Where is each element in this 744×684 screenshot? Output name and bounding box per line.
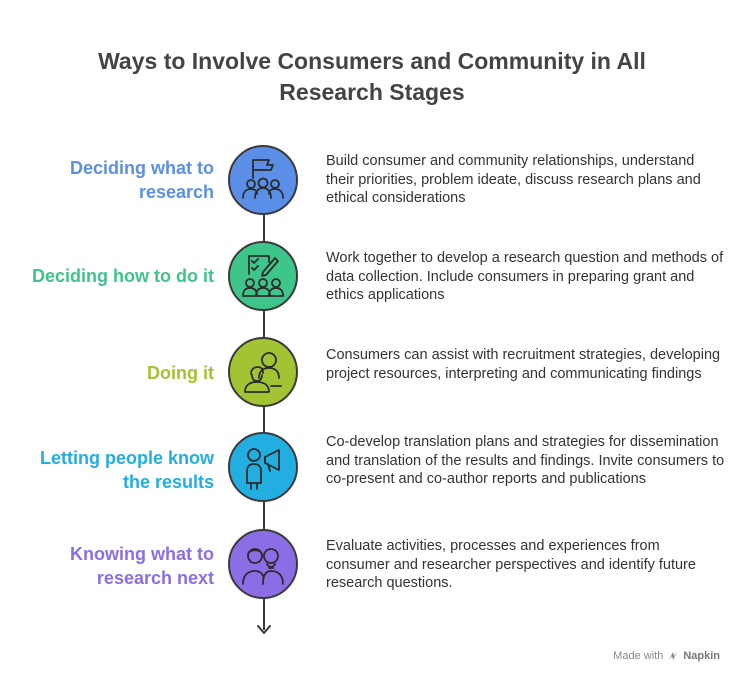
stage-description-5: Evaluate activities, processes and exper… <box>326 538 696 591</box>
two-people-icon <box>242 548 284 585</box>
stage-circle-3 <box>228 337 298 407</box>
footer-attribution: Made with Napkin <box>613 650 720 662</box>
stage-description-3: Consumers can assist with recruitment st… <box>326 347 721 382</box>
stage-label-what-to-research: Deciding what to research <box>70 158 214 202</box>
napkin-logo-icon <box>669 652 678 660</box>
page-title: Ways to Involve Consumers and Community … <box>98 48 646 105</box>
stage-description-1: Build consumer and community relationshi… <box>326 153 701 206</box>
stage-description-4: Co-develop translation plans and strateg… <box>326 434 725 487</box>
people-working-icon <box>244 352 282 393</box>
stage-label-knowing-what-next: Knowing what to research next <box>70 544 214 588</box>
stage-circle-4 <box>228 432 298 502</box>
footer-brand: Napkin <box>683 650 720 662</box>
team-flag-icon <box>242 159 284 199</box>
stage-circle-1 <box>228 145 298 215</box>
stage-label-how-to-do-it: Deciding how to do it <box>32 266 214 286</box>
stage-circle-2 <box>228 241 298 311</box>
stage-circle-5 <box>228 529 298 599</box>
megaphone-person-icon <box>246 448 280 490</box>
footer-made-with: Made with <box>613 650 664 662</box>
stage-description-2: Work together to develop a research ques… <box>326 250 724 303</box>
checklist-team-icon <box>242 255 284 297</box>
timeline-arrow-icon <box>257 625 271 634</box>
stage-label-letting-people-know: Letting people know the results <box>40 448 214 492</box>
stage-label-doing-it: Doing it <box>147 363 214 383</box>
